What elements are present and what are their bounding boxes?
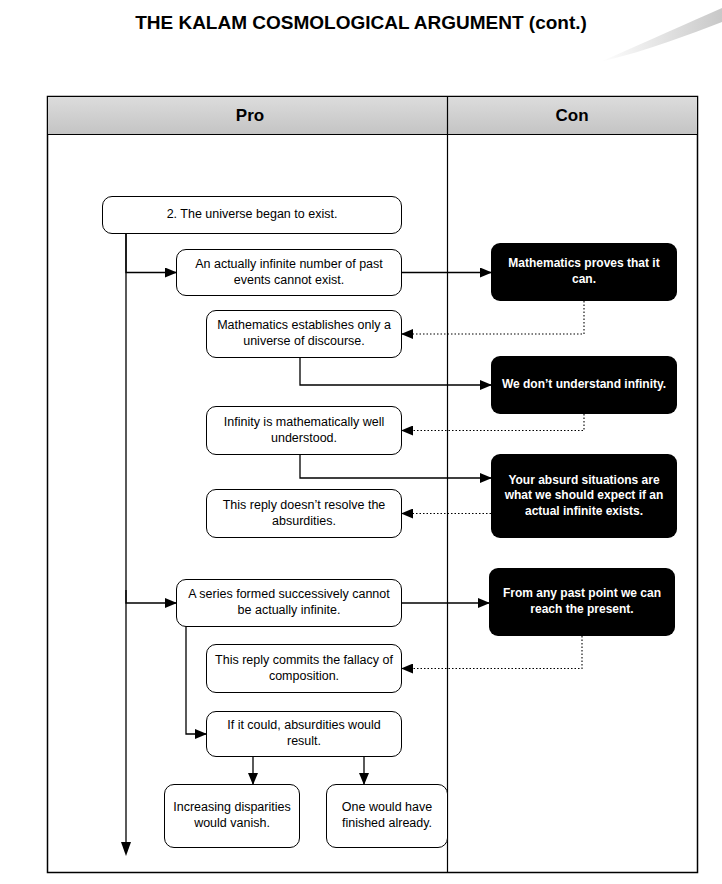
argument-connector bbox=[300, 455, 491, 478]
box-text: From any past point we can reach the pre… bbox=[497, 586, 667, 617]
box-text: This reply doesn’t resolve the absurditi… bbox=[215, 498, 393, 529]
argument-box: 2. The universe began to exist. bbox=[102, 196, 402, 234]
rebuttal-connector bbox=[402, 414, 584, 431]
argument-connector bbox=[402, 602, 489, 603]
box-text: If it could, absurdities would result. bbox=[215, 718, 393, 749]
table-border bbox=[48, 97, 698, 873]
box-text: Mathematics proves that it can. bbox=[499, 256, 669, 287]
rebuttal-connector bbox=[402, 513, 491, 514]
argument-box: Infinity is mathematically well understo… bbox=[206, 406, 402, 455]
rebuttal-connector bbox=[402, 301, 584, 334]
argument-connector bbox=[186, 626, 206, 734]
trunk-arrowhead bbox=[121, 842, 131, 856]
box-text: A series formed successively cannot be a… bbox=[185, 587, 393, 618]
objection-box: We don’t understand infinity. bbox=[491, 356, 677, 414]
box-text: Your absurd situations are what we shoul… bbox=[499, 473, 669, 520]
box-text: One would have finished already. bbox=[335, 800, 439, 831]
argument-box: Increasing disparities would vanish. bbox=[164, 784, 300, 848]
argument-connector bbox=[252, 757, 253, 784]
argument-connector bbox=[300, 358, 491, 385]
argument-box: This reply doesn’t resolve the absurditi… bbox=[206, 489, 402, 538]
box-text: 2. The universe began to exist. bbox=[167, 207, 338, 223]
box-text: This reply commits the fallacy of compos… bbox=[215, 653, 393, 684]
trunk-line bbox=[125, 590, 126, 846]
argument-box: If it could, absurdities would result. bbox=[206, 711, 402, 757]
argument-box: An actually infinite number of past even… bbox=[176, 249, 402, 296]
argument-connector bbox=[402, 272, 491, 273]
swoosh-decoration bbox=[600, 8, 722, 62]
argument-connector bbox=[126, 234, 176, 273]
header-band bbox=[48, 97, 697, 134]
argument-box: A series formed successively cannot be a… bbox=[176, 579, 402, 627]
box-text: Infinity is mathematically well understo… bbox=[215, 415, 393, 446]
column-header: Con bbox=[555, 106, 588, 126]
box-text: Mathematics establishes only a universe … bbox=[215, 318, 393, 349]
argument-box: One would have finished already. bbox=[326, 784, 448, 848]
argument-box: This reply commits the fallacy of compos… bbox=[206, 644, 402, 693]
objection-box: Mathematics proves that it can. bbox=[491, 243, 677, 301]
column-divider bbox=[447, 96, 448, 873]
objection-box: Your absurd situations are what we shoul… bbox=[491, 454, 677, 538]
diagram-title: THE KALAM COSMOLOGICAL ARGUMENT (cont.) bbox=[0, 12, 722, 34]
column-header: Pro bbox=[236, 106, 264, 126]
argument-connector bbox=[363, 757, 364, 784]
box-text: An actually infinite number of past even… bbox=[185, 257, 393, 288]
box-text: Increasing disparities would vanish. bbox=[173, 800, 291, 831]
box-text: We don’t understand infinity. bbox=[502, 377, 666, 393]
argument-box: Mathematics establishes only a universe … bbox=[206, 310, 402, 358]
rebuttal-connector bbox=[402, 636, 582, 669]
objection-box: From any past point we can reach the pre… bbox=[489, 568, 675, 636]
argument-connector bbox=[126, 234, 176, 603]
header-rule bbox=[47, 134, 697, 135]
